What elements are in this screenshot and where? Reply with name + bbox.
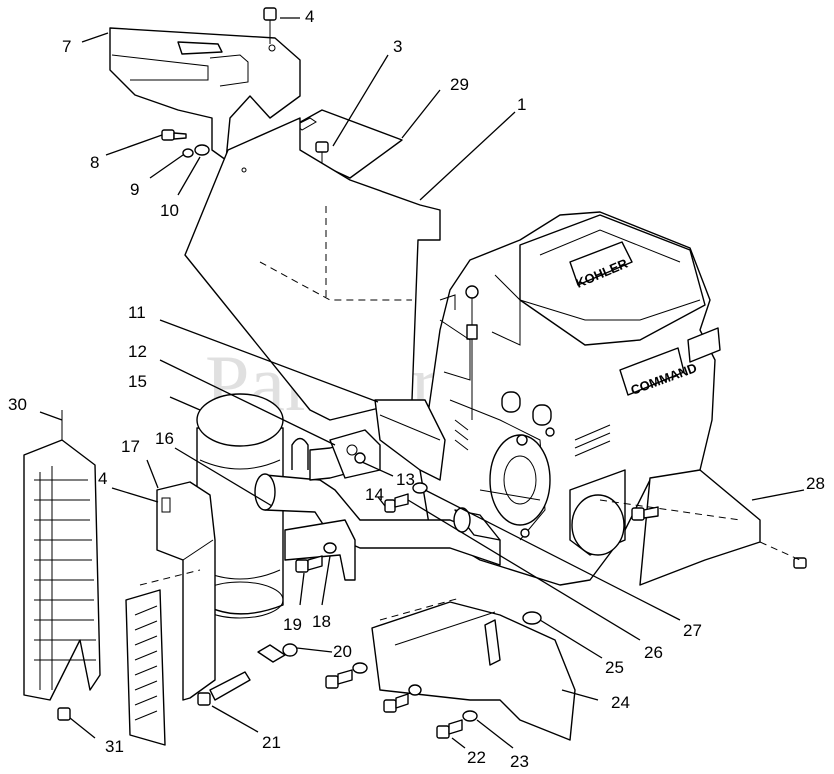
bolt-part-21 (197, 671, 251, 706)
callout-28: 28 (806, 474, 825, 493)
hidden-line-2 (379, 597, 461, 621)
screw-part-31 (57, 707, 71, 721)
callout-21: 21 (262, 733, 281, 752)
exhaust-pipe (254, 399, 501, 566)
top-bracket-part-7 (109, 27, 301, 161)
callout-12: 12 (128, 342, 147, 361)
callout-11: 11 (128, 303, 146, 322)
washer-part-18 (323, 542, 337, 554)
callout-3: 3 (393, 37, 402, 56)
washer-part-25 (522, 611, 542, 625)
bolt-part-14 (384, 493, 409, 513)
callout-22: 22 (467, 748, 486, 767)
callout-13: 13 (396, 470, 415, 489)
shield-part-28 (599, 469, 807, 586)
callout-26: 26 (644, 643, 663, 662)
callout-30: 30 (8, 395, 27, 414)
inner-screen (125, 589, 166, 746)
callout-14: 14 (365, 485, 384, 504)
callout-17: 17 (121, 437, 140, 456)
callout-24: 24 (611, 693, 630, 712)
callout-8: 8 (90, 153, 99, 172)
callout-16: 16 (155, 429, 174, 448)
callout-25: 25 (605, 658, 624, 677)
callout-20: 20 (333, 642, 352, 661)
washer-part-27 (412, 482, 428, 494)
callout-19: 19 (283, 615, 302, 634)
bolt-part-19 (295, 555, 323, 573)
callout-labels: 4 7 3 29 1 8 9 10 11 12 15 30 16 17 4 13… (8, 7, 825, 771)
engine-block: KOHLER COMMAND (419, 211, 721, 586)
callout-29: 29 (450, 75, 469, 94)
bolt-part-20-lower (325, 662, 368, 689)
bolt-part-28 (631, 506, 659, 521)
leader-lines (39, 17, 805, 749)
callout-27: 27 (683, 621, 702, 640)
callout-4-top: 4 (305, 7, 314, 26)
bolt-part-22-left (383, 684, 422, 713)
callout-4-left: 4 (98, 469, 107, 488)
callout-1: 1 (517, 95, 526, 114)
callout-9: 9 (130, 180, 139, 199)
nut-part-13 (354, 452, 366, 464)
bolt-part-22 (436, 719, 463, 739)
bolt-part-8 (161, 129, 187, 141)
washer-part-9 (182, 148, 194, 158)
lower-guard-part-24 (371, 601, 576, 741)
grille-part-30 (23, 410, 101, 701)
callout-23: 23 (510, 752, 529, 771)
callout-10: 10 (160, 201, 179, 220)
nut-part-20 (257, 643, 298, 663)
bolt-part-4-top (263, 7, 277, 44)
washer-part-23 (462, 710, 478, 722)
callout-18: 18 (312, 612, 331, 631)
washer-part-10 (194, 144, 210, 156)
callout-15: 15 (128, 372, 147, 391)
callout-7: 7 (62, 37, 71, 56)
hidden-line (139, 569, 201, 586)
shroud-part-1 (184, 117, 441, 421)
heat-shield-part-17 (156, 481, 216, 701)
callout-31: 31 (105, 737, 124, 756)
